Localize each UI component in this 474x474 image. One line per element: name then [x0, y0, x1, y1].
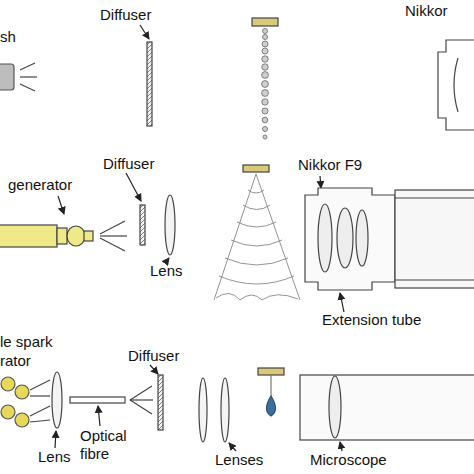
part-label: Nikkor	[405, 2, 448, 20]
part-label: rator	[0, 352, 31, 370]
part-label: Lens	[38, 448, 71, 466]
part-label: Diffuser	[103, 155, 154, 173]
part-label: Diffuser	[128, 347, 179, 365]
part-label: sh	[0, 28, 16, 46]
part-label: Microscope	[310, 451, 387, 469]
part-label: Extension tube	[322, 311, 421, 329]
part-label: Nikkor F9	[298, 156, 362, 174]
part-label: Diffuser	[100, 6, 151, 24]
part-label: Lens	[150, 262, 183, 280]
part-label: Lenses	[215, 451, 263, 469]
part-label: Optical fibre	[80, 427, 138, 463]
part-label: le spark	[0, 333, 53, 351]
part-label: generator	[8, 176, 72, 194]
